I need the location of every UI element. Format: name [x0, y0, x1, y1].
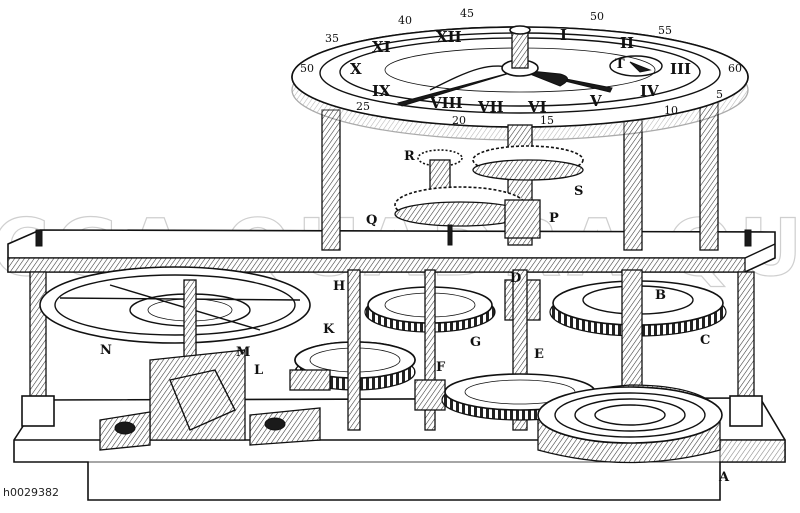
dial-number: 25: [356, 100, 370, 113]
roman-numeral: I: [560, 26, 567, 44]
roman-numeral: VII: [477, 98, 504, 116]
part-label-b: B: [655, 288, 666, 303]
part-label-q: Q: [366, 213, 377, 228]
image-id-label: h0029382: [3, 486, 59, 499]
roman-numeral: II: [620, 34, 634, 52]
roman-numeral: X: [350, 60, 362, 78]
roman-numeral: XI: [372, 38, 391, 56]
part-label-m: M: [236, 345, 250, 360]
dial-number: 50: [300, 62, 314, 75]
dial-number: 5: [716, 88, 723, 101]
roman-numeral: V: [589, 92, 602, 110]
roman-numeral: VI: [527, 98, 547, 116]
part-label-t: T: [615, 57, 625, 72]
middle-plate: [7, 229, 776, 273]
roman-numeral: VIII: [429, 94, 463, 112]
part-label-d: D: [510, 271, 521, 286]
upper-pillars: [321, 99, 719, 251]
gear-g: [364, 269, 496, 431]
roman-numeral: IV: [640, 82, 659, 100]
roman-numeral: IX: [372, 82, 391, 100]
dial-number: 60: [728, 62, 742, 75]
dial-number: 15: [540, 114, 554, 127]
part-label-k: K: [323, 322, 335, 337]
roman-numeral: XII: [436, 28, 462, 46]
part-label-p: P: [549, 211, 559, 226]
part-label-c: C: [700, 333, 710, 348]
part-label-g: G: [470, 335, 481, 350]
part-label-n: N: [100, 343, 112, 358]
part-label-f: F: [436, 360, 446, 375]
clock-dial: 35 40 45 50 55 60 50 25 20 15 10 5 XI XI…: [291, 7, 749, 141]
part-label-a: A: [718, 470, 730, 485]
dial-number: 45: [460, 7, 474, 20]
crown-wheel: [289, 269, 416, 431]
spring-barrel: [537, 384, 723, 464]
dial-number: 10: [664, 104, 678, 117]
part-label-r: R: [404, 149, 415, 164]
part-label-l: L: [254, 363, 263, 378]
roman-numeral: III: [670, 60, 691, 78]
part-label-e: E: [534, 347, 544, 362]
upper-gear-train: [394, 124, 584, 246]
dial-number: 50: [590, 10, 604, 23]
balance-wheel: [39, 266, 321, 451]
dial-number: 20: [452, 114, 466, 127]
dial-number: 35: [325, 32, 339, 45]
dial-number: 55: [658, 24, 672, 37]
dial-number: 40: [398, 14, 412, 27]
part-label-h: H: [333, 279, 345, 294]
part-label-s: S: [574, 184, 583, 199]
